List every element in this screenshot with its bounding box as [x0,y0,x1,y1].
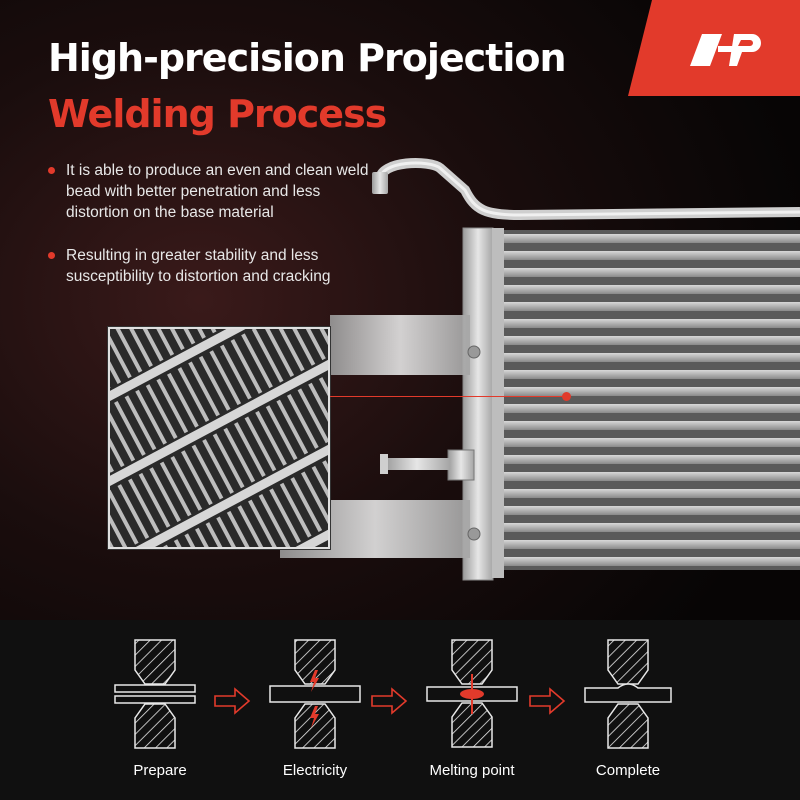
page-title-line2: Welding Process [48,92,387,136]
step-prepare-icon [114,639,196,749]
step-complete-icon [584,639,672,749]
step-melting-point-icon [426,639,518,748]
feature-bullet: Resulting in greater stability and less … [48,245,378,287]
arrow-right-icon [529,687,566,715]
step-label-prepare: Prepare [133,762,187,779]
callout-dot-icon [562,392,571,401]
step-label-electricity: Electricity [282,762,348,779]
arrow-right-icon [371,687,408,715]
feature-bullet: It is able to produce an even and clean … [48,160,378,223]
hero-area: High-precision Projection Welding Proces… [48,0,800,590]
step-electricity-icon [269,639,361,749]
arrow-right-icon [214,687,251,715]
weld-closeup-inset [108,327,330,549]
feature-text: It is able to produce an even and clean … [66,162,369,221]
bullet-dot-icon [48,167,55,174]
callout-line [330,396,568,397]
step-label-complete: Complete [595,762,661,779]
brand-logo [610,0,800,96]
cooler-product-image [280,150,800,590]
welding-process-diagram [0,620,800,800]
feature-list: It is able to produce an even and clean … [48,160,378,309]
page-title-line1: High-precision Projection [48,36,567,80]
bullet-dot-icon [48,252,55,259]
step-label-melting-point: Melting point [429,762,515,779]
process-band [0,620,800,800]
feature-text: Resulting in greater stability and less … [66,247,331,285]
